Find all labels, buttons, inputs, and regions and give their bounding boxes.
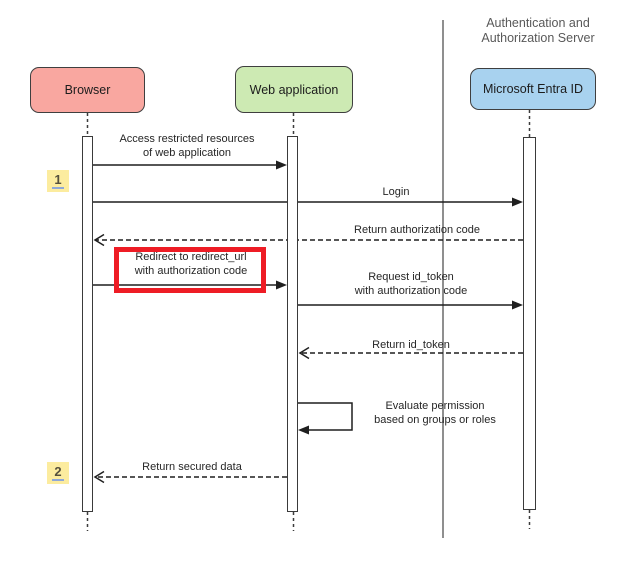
server-group-divider: [442, 20, 444, 538]
message-label-evaluate-line2: based on groups or roles: [374, 413, 496, 426]
step-1-badge: 1: [47, 170, 69, 192]
step-1-number: 1: [52, 172, 64, 189]
actor-microsoft-entra-id: Microsoft Entra ID: [470, 68, 596, 110]
message-label-redirect-line2: with authorization code: [134, 264, 248, 277]
arrowhead-return-auth-code: [93, 233, 105, 247]
actor-microsoft-entra-id-label: Microsoft Entra ID: [482, 82, 584, 96]
server-group-label: Authentication and Authorization Server: [452, 16, 623, 46]
server-group-label-line1: Authentication and: [486, 16, 590, 30]
message-label-login-line1: Login: [382, 186, 410, 198]
arrowhead-redirect: [276, 280, 287, 290]
actor-web-application-label: Web application: [249, 82, 339, 97]
message-label-login: Login: [346, 186, 446, 200]
message-label-return-auth-code-line1: Return authorization code: [354, 224, 480, 236]
step-2-badge: 2: [47, 462, 69, 484]
entra-activation-bar: [523, 137, 536, 510]
message-label-request-token-line2: with authorization code: [354, 284, 468, 297]
message-label-request-token: Request id_token with authorization code: [331, 271, 491, 298]
message-label-request-token-line1: Request id_token: [368, 271, 454, 283]
message-label-return-data-line1: Return secured data: [142, 461, 242, 473]
message-label-redirect-line1: Redirect to redirect_url: [135, 251, 247, 263]
webapp-activation-bar: [287, 136, 298, 512]
message-label-return-token-line1: Return id_token: [372, 339, 450, 351]
message-label-evaluate: Evaluate permission based on groups or r…: [355, 400, 515, 427]
message-label-access-line2: of web application: [142, 146, 232, 159]
message-label-return-auth-code: Return authorization code: [317, 224, 517, 238]
server-group-label-line2: Authorization Server: [481, 31, 595, 45]
message-label-return-data: Return secured data: [112, 461, 272, 475]
message-label-redirect: Redirect to redirect_url with authorizat…: [121, 251, 261, 278]
arrowhead-return-data: [93, 470, 105, 484]
redirect-highlight-box: [114, 247, 266, 293]
actor-browser-label: Browser: [64, 83, 111, 97]
arrowhead-return-token: [298, 346, 310, 360]
self-message-loop: [298, 402, 353, 431]
step-2-number: 2: [52, 464, 64, 481]
message-label-access-line1: Access restricted resources: [119, 133, 255, 145]
arrowhead-login: [512, 197, 523, 207]
arrowhead-access: [276, 160, 287, 170]
browser-activation-bar: [82, 136, 93, 512]
actor-web-application: Web application: [235, 66, 353, 113]
message-label-access: Access restricted resources of web appli…: [107, 133, 267, 160]
arrowhead-request-token: [512, 300, 523, 310]
message-label-evaluate-line1: Evaluate permission: [385, 400, 485, 412]
message-label-return-token: Return id_token: [341, 339, 481, 353]
arrowhead-evaluate: [298, 425, 309, 435]
actor-browser: Browser: [30, 67, 145, 113]
